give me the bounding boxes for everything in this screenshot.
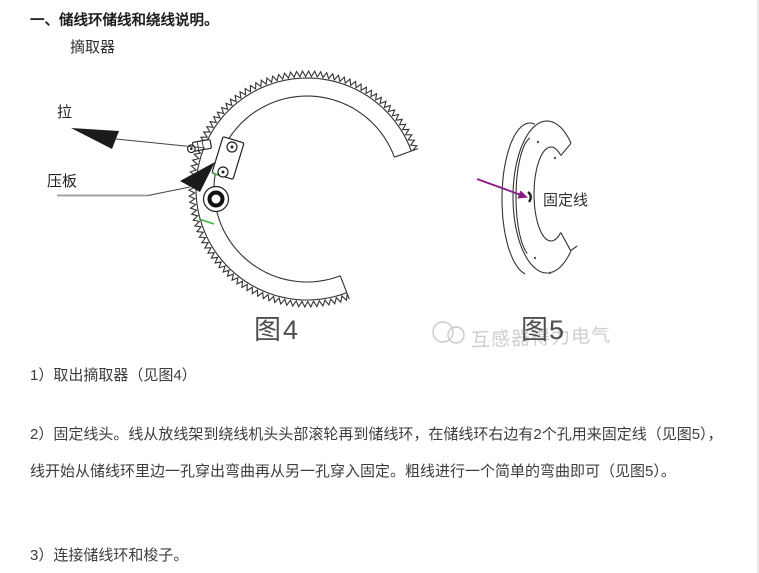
plate-label: 压板 [47, 173, 78, 190]
page-right-edge [757, 0, 759, 573]
fig5-dot [536, 140, 540, 144]
fig5-back-ring-inner [515, 137, 531, 254]
fig5-dot [533, 256, 537, 260]
fig5-front-ring-hole [533, 146, 562, 242]
step-2-text: 2）固定线头。线从放线架到绕线机头头部滚轮再到储线环，在储线环右边有2个孔用来固… [30, 426, 723, 480]
fig5-back-ring [501, 122, 536, 275]
green-mark-small [211, 171, 218, 176]
fig5-dot [548, 271, 552, 275]
figure5-ring [501, 120, 578, 275]
fig5-dot [553, 156, 557, 160]
figure5-caption: 图5 [521, 315, 566, 345]
plate-arrow [57, 162, 215, 197]
figure4-caption: 图4 [254, 315, 301, 345]
step-3-text: 3）连接储线环和梭子。 [30, 547, 189, 564]
pull-label: 拉 [57, 104, 73, 121]
pull-bolt [186, 138, 212, 154]
fig5-end-caps [560, 142, 578, 252]
step-1-text: 1）取出摘取器（见图4） [30, 367, 197, 384]
pull-arrow [71, 128, 206, 149]
fixed-wire-arrow [476, 178, 528, 199]
ring-outer-band-line [195, 77, 412, 301]
ring-inner-band-line [213, 95, 395, 283]
plate-screw-bottom-dot [221, 170, 225, 174]
roller-wheel [202, 185, 230, 213]
plate-screw-top-dot [230, 145, 234, 149]
fig5-front-ring-outer [512, 120, 572, 274]
fixed-wire-label: 固定线 [543, 192, 589, 209]
fixed-wire-mark [527, 191, 532, 203]
watermark-logo-icon [432, 321, 465, 344]
green-mark [198, 218, 215, 225]
page-title: 一、储线环储线和绕线说明。 [30, 13, 219, 29]
picker-mechanism [186, 136, 245, 225]
ring-end-caps [339, 148, 419, 300]
picker-label: 摘取器 [70, 39, 116, 56]
